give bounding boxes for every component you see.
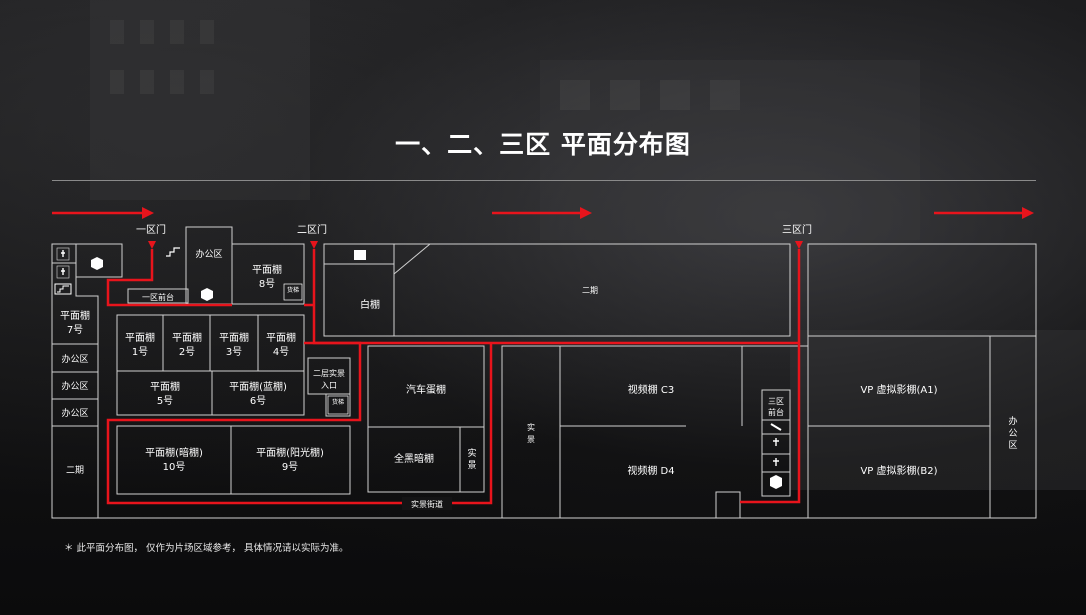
arrow-head-icon [1022,207,1034,219]
video-studio-d4-label: 视频棚 D4 [627,464,674,477]
real-scene-label: 实 [527,422,535,432]
car-egg-studio-label: 汽车蛋棚 [406,383,446,396]
office-area-label: 办公区 [195,248,222,260]
studio-4-number: 4号 [273,346,289,358]
front-desk-label: 一区前台 [142,292,174,302]
freight-elevator-label: 货梯 [332,398,344,406]
studio-5-number: 5号 [157,395,173,407]
freight-elevator-icon [327,395,349,415]
studio-4-label: 平面棚 [266,331,296,344]
restroom-woman-icon [56,247,70,261]
street-label-bg [402,497,452,510]
studio-2-label: 平面棚 [172,331,202,344]
real-scene-label: 实 [467,447,476,459]
gate-3-label: 三区门 [782,223,812,236]
black-studio-label: 全黑暗棚 [394,452,434,465]
studio-3-label: 平面棚 [219,331,249,344]
office-area-label: 办公区 [61,353,88,365]
phase-2-label: 二期 [66,465,84,476]
real-scene-label: 景 [527,435,535,444]
disclaimer-note: ＊ 此平面分布图， 仅作为片场区域参考， 具体情况请以实际为准。 [64,543,349,554]
real-scene-label: 景 [467,460,476,471]
package-box-icon [770,475,782,489]
studio-2-number: 2号 [179,346,195,358]
studio-7-label: 平面棚 [60,309,90,322]
facility-icons [54,247,782,489]
gate-1-label: 一区门 [136,223,166,236]
studio-10-number: 10号 [163,461,186,473]
arrow-head-icon [142,207,154,219]
office-area-label: 办 [1008,415,1017,427]
stairs-steps-icon [57,285,69,293]
floor-plan-walls [51,226,1037,519]
room-labels: 平面棚 7号 办公区 办公区 办公区 二期 一区前台 办公区 平面棚 8号 货梯… [60,248,1018,509]
vp-studio-a1-label: VP 虚拟影棚(A1) [860,383,937,396]
restroom-man-icon [56,265,70,279]
gate-2-marker-icon [310,241,318,249]
white-studio-label: 白棚 [360,298,380,311]
stairs-icon [54,283,72,295]
studio-9-label: 平面棚(阳光棚) [256,446,324,459]
title-divider [52,180,1036,181]
front-desk-3-label: 三区 [768,397,784,406]
real-street-label: 实景街道 [411,499,443,509]
studio-10-label: 平面棚(暗棚) [145,446,203,459]
freight-elevator-icon [283,283,303,301]
direction-arrows [52,207,1034,219]
gate-1-marker-icon [148,241,156,249]
stairs-icon [166,247,180,257]
vp-studio-b2-label: VP 虚拟影棚(B2) [860,464,937,477]
phase-2-label: 二期 [582,286,598,295]
package-box-icon [91,257,103,270]
office-area-label: 办公区 [61,407,88,419]
freight-elevator-label: 货梯 [287,286,299,294]
second-floor-entry-sub: 入口 [321,381,337,390]
office-area-label: 办公区 [61,380,88,392]
studio-1-number: 1号 [132,346,148,358]
arrow-head-icon [580,207,592,219]
tools-icon [770,423,782,431]
gate-3-marker-icon [795,241,803,249]
studio-5-label: 平面棚 [150,380,180,393]
studio-8-label: 平面棚 [252,263,282,276]
package-box-icon [201,288,213,301]
studio-9-number: 9号 [282,461,298,473]
studio-6-label: 平面棚(蓝棚) [229,380,287,393]
studio-7-number: 7号 [67,324,83,336]
studio-3-number: 3号 [226,346,242,358]
page-title: 一、二、三区 平面分布图 [395,130,691,159]
studio-1-label: 平面棚 [125,331,155,344]
restroom-man-icon [773,458,779,466]
restroom-woman-icon [773,438,779,446]
office-area-label: 公 [1008,428,1017,439]
office-area-label: 区 [1008,440,1017,451]
second-floor-entry-label: 二层实景 [313,368,345,378]
camera-icon [354,250,366,260]
gate-2-label: 二区门 [297,223,327,236]
studio-8-number: 8号 [259,278,275,290]
walking-route [106,249,801,505]
studio-6-number: 6号 [250,395,266,407]
front-desk-3-sub: 前台 [768,407,784,417]
video-studio-c3-label: 视频棚 C3 [628,383,675,396]
